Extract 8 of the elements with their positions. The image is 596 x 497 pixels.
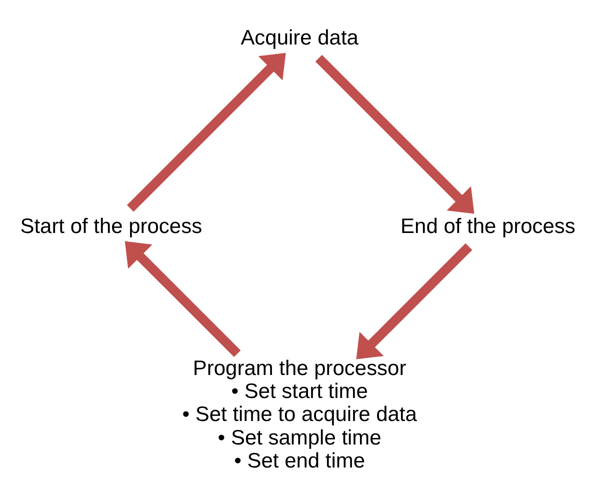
arrow	[124, 240, 241, 357]
arrow	[126, 52, 286, 212]
node-text: Acquire data	[240, 26, 358, 49]
node-text: Program the processor • Set start time • Set time to acquire data • Set sample time • Set end time	[182, 356, 417, 472]
node-text: Start of the process	[20, 214, 202, 238]
arrow	[315, 54, 474, 214]
node-text: End of the process	[400, 214, 576, 238]
arrow	[356, 242, 472, 359]
